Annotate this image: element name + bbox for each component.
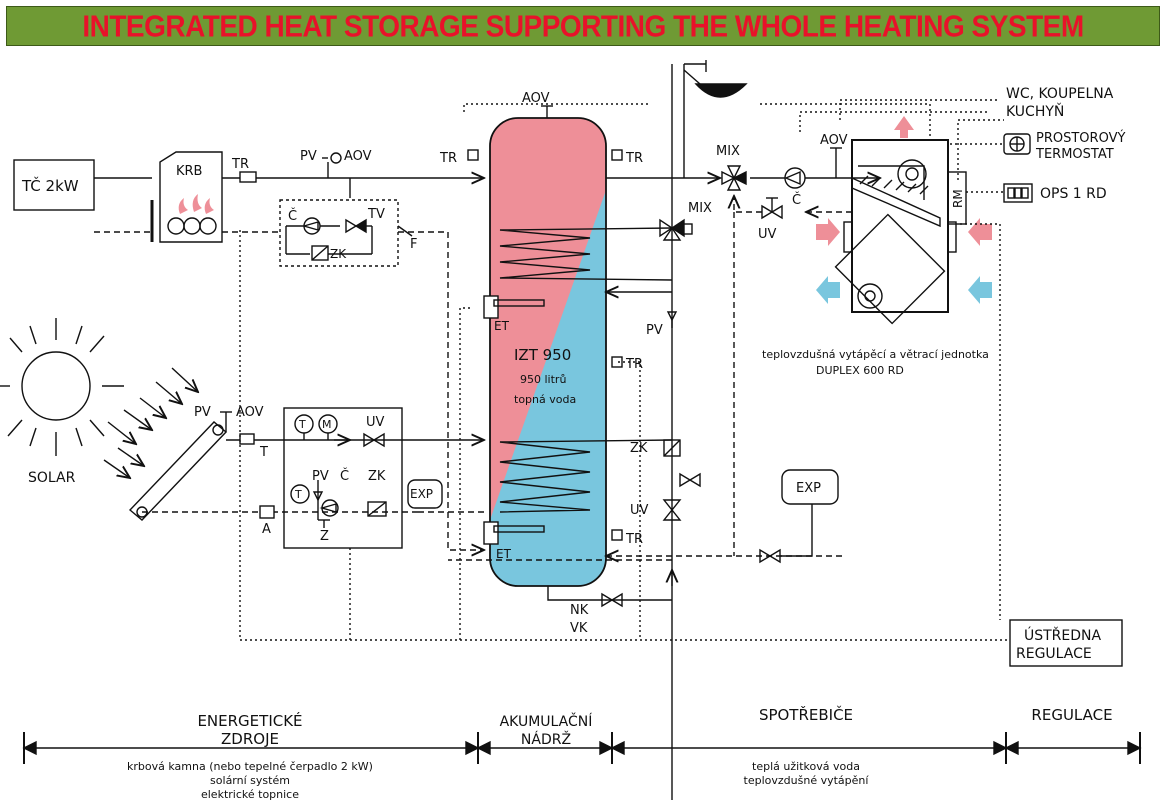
- solar-collector: [128, 421, 228, 521]
- label-uv-solar: UV: [366, 415, 385, 430]
- upper-heat-exchanger: [499, 227, 673, 281]
- expansion-vessel-solar: [407, 479, 443, 509]
- label-control-2: REGULACE: [1016, 646, 1092, 662]
- label-tr-stove: TR: [231, 157, 249, 172]
- section-tank-title-2: NÁDRŽ: [521, 730, 571, 748]
- label-zk-right: ZK: [630, 441, 648, 456]
- label-tr-tank-out: TR: [625, 151, 643, 166]
- duplex-unit: [834, 139, 967, 325]
- label-nk: NK: [570, 603, 589, 618]
- label-solar: SOLAR: [28, 470, 76, 486]
- label-mix-low: MIX: [688, 201, 712, 216]
- section-regulation-title: REGULACE: [1031, 706, 1112, 724]
- section-energy-desc-1: krbová kamna (nebo tepelné čerpadlo 2 kW…: [127, 760, 373, 773]
- label-tr-tank-in: TR: [439, 151, 457, 166]
- label-t-gauge: T: [298, 418, 306, 431]
- label-control-1: ÚSTŘEDNA: [1024, 626, 1102, 644]
- label-wc2: KUCHYŇ: [1006, 103, 1064, 120]
- label-ops: OPS 1 RD: [1040, 186, 1107, 202]
- label-pv-right: PV: [646, 323, 663, 338]
- label-prost2: TERMOSTAT: [1035, 147, 1114, 162]
- label-tr-low: TR: [625, 532, 643, 547]
- label-tv: TV: [367, 207, 385, 222]
- label-duplex-desc: teplovzdušná vytápěcí a větrací jednotka: [762, 348, 989, 361]
- label-pv-solar-low: PV: [312, 469, 329, 484]
- fireplace-stove: [150, 151, 223, 243]
- label-vk: VK: [570, 621, 588, 636]
- label-m-gauge: M: [322, 418, 332, 431]
- label-a: A: [262, 522, 271, 537]
- storage-tank: [467, 117, 673, 587]
- label-pv-stove: PV: [300, 149, 317, 164]
- label-aov-stove: AOV: [344, 149, 372, 164]
- sun-icon: [0, 318, 124, 456]
- tank-hot-zone: [490, 118, 606, 520]
- label-aov-solar: AOV: [236, 405, 264, 420]
- expansion-vessel-right: [781, 469, 839, 505]
- control-unit-box: [1009, 619, 1123, 667]
- label-f: F: [410, 237, 417, 252]
- label-t-gauge-low: T: [294, 488, 302, 501]
- label-duplex-name: DUPLEX 600 RD: [816, 364, 904, 377]
- label-exp-right: EXP: [796, 481, 821, 496]
- section-energy-desc-2: solární systém: [210, 774, 290, 787]
- label-rm: RM: [951, 189, 965, 208]
- label-uv-duplex: UV: [758, 227, 777, 242]
- label-z: Z: [320, 529, 329, 544]
- section-tank-title-1: AKUMULAČNÍ: [500, 712, 593, 730]
- label-zk-solar: ZK: [368, 469, 386, 484]
- label-et-lower: ET: [496, 547, 512, 561]
- label-tc: TČ 2kW: [21, 176, 79, 195]
- section-consumers-desc-1: teplá užitková voda: [752, 760, 860, 773]
- page-title: INTEGRATED HEAT STORAGE SUPPORTING THE W…: [82, 9, 1084, 44]
- label-prost1: PROSTOROVÝ: [1036, 130, 1125, 146]
- label-mix-top: MIX: [716, 144, 740, 159]
- section-consumers-title: SPOTŘEBIČE: [759, 705, 853, 724]
- label-izt-liters: 950 litrů: [520, 373, 566, 386]
- heat-pump-box: [13, 159, 95, 211]
- label-izt: IZT 950: [514, 346, 571, 364]
- label-krb: KRB: [176, 164, 202, 179]
- label-wc1: WC, KOUPELNA: [1006, 86, 1114, 102]
- label-izt-water: topná voda: [514, 393, 576, 406]
- label-tr-mid: TR: [625, 357, 643, 372]
- lower-heat-exchanger: [499, 439, 673, 513]
- section-consumers-desc-2: teplovzdušné vytápění: [744, 774, 870, 787]
- label-aov-tank: AOV: [522, 91, 550, 106]
- label-pv-solar: PV: [194, 405, 211, 420]
- label-c-solar: Č: [340, 468, 349, 484]
- label-zk-stove: ZK: [330, 247, 347, 261]
- section-energy-title-1: ENERGETICKÉ: [197, 711, 302, 730]
- label-c-duplex: Č: [792, 192, 801, 208]
- section-energy-title-2: ZDROJE: [221, 730, 279, 748]
- title-bar: INTEGRATED HEAT STORAGE SUPPORTING THE W…: [6, 6, 1160, 46]
- label-c-stove: Č: [288, 208, 297, 224]
- label-aov-duplex: AOV: [820, 133, 848, 148]
- section-energy-desc-3: elektrické topnice: [201, 788, 299, 801]
- label-t-solar: T: [259, 445, 268, 460]
- label-exp-solar: EXP: [410, 487, 433, 501]
- label-uv-right: UV: [630, 503, 649, 518]
- label-et-upper: ET: [494, 319, 510, 333]
